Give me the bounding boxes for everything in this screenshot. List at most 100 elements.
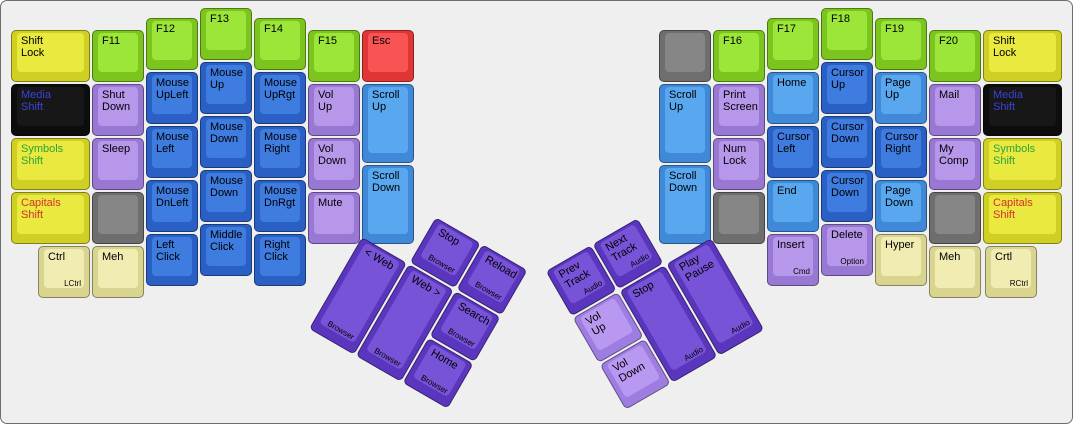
- key-scroll-down-right[interactable]: Scroll Down: [659, 165, 711, 244]
- key-home[interactable]: Home: [767, 72, 819, 124]
- key-mouse-upleft[interactable]: Mouse UpLeft: [146, 72, 198, 124]
- key-symbols-shift-right[interactable]: Symbols Shift: [983, 138, 1062, 190]
- key-esc[interactable]: Esc: [362, 30, 414, 82]
- keycap-face: Mouse Down: [206, 173, 246, 212]
- key-end[interactable]: End: [767, 180, 819, 232]
- key-f19[interactable]: F19: [875, 18, 927, 70]
- key-media-shift-right[interactable]: Media Shift: [983, 84, 1062, 136]
- keycap-face: F17: [773, 21, 813, 60]
- keycap-face: Cursor Up: [827, 65, 867, 104]
- key-f14[interactable]: F14: [254, 18, 306, 70]
- key-f18[interactable]: F18: [821, 8, 873, 60]
- key-my-comp[interactable]: My Comp: [929, 138, 981, 190]
- key-label: Num Lock: [723, 143, 747, 168]
- key-scroll-up-left[interactable]: Scroll Up: [362, 84, 414, 163]
- key-blank-left[interactable]: [92, 192, 144, 244]
- key-right-click[interactable]: Right Click: [254, 234, 306, 286]
- key-label: Print Screen: [723, 89, 758, 114]
- keycap-face: Meh: [935, 249, 975, 288]
- key-mouse-right[interactable]: Mouse Right: [254, 126, 306, 178]
- keycap-face: Capitals Shift: [17, 195, 84, 234]
- key-shift-lock-left[interactable]: Shift Lock: [11, 30, 90, 82]
- key-print-screen[interactable]: Print Screen: [713, 84, 765, 136]
- keycap-face: Scroll Up: [665, 87, 705, 153]
- key-label: Vol Up: [583, 309, 609, 339]
- key-label: Hyper: [885, 239, 915, 251]
- key-page-up[interactable]: Page Up: [875, 72, 927, 124]
- key-label: F14: [264, 23, 283, 35]
- key-label: Middle Click: [210, 229, 243, 254]
- key-cursor-down-2[interactable]: Cursor Down: [821, 170, 873, 222]
- key-vol-down-left[interactable]: Vol Down: [308, 138, 360, 190]
- key-label: Delete: [831, 229, 863, 241]
- key-sleep[interactable]: Sleep: [92, 138, 144, 190]
- key-label: Capitals Shift: [993, 197, 1033, 222]
- key-f12[interactable]: F12: [146, 18, 198, 70]
- key-blank-right-inner[interactable]: [659, 30, 711, 82]
- key-mouse-down-2[interactable]: Mouse Down: [200, 170, 252, 222]
- key-meh-right[interactable]: Meh: [929, 246, 981, 298]
- key-mail[interactable]: Mail: [929, 84, 981, 136]
- key-num-lock[interactable]: Num Lock: [713, 138, 765, 190]
- key-shut-down[interactable]: Shut Down: [92, 84, 144, 136]
- key-label: Esc: [372, 35, 391, 47]
- key-f11[interactable]: F11: [92, 30, 144, 82]
- key-left-click[interactable]: Left Click: [146, 234, 198, 286]
- key-scroll-up-right[interactable]: Scroll Up: [659, 84, 711, 163]
- key-f17[interactable]: F17: [767, 18, 819, 70]
- key-label: Scroll Up: [669, 89, 697, 114]
- key-f20[interactable]: F20: [929, 30, 981, 82]
- key-label: F13: [210, 13, 229, 25]
- keycap-face: Mouse DnRgt: [260, 183, 300, 222]
- keycap-face: Mouse UpLeft: [152, 75, 192, 114]
- key-mute[interactable]: Mute: [308, 192, 360, 244]
- keycap-face: Sleep: [98, 141, 138, 180]
- key-scroll-down-left[interactable]: Scroll Down: [362, 165, 414, 244]
- key-capitals-shift-left[interactable]: Capitals Shift: [11, 192, 90, 244]
- key-sublabel: Option: [840, 257, 864, 266]
- key-middle-click[interactable]: Middle Click: [200, 224, 252, 276]
- key-capitals-shift-right[interactable]: Capitals Shift: [983, 192, 1062, 244]
- key-blank-right-2[interactable]: [929, 192, 981, 244]
- key-label: Vol Down: [610, 356, 648, 386]
- key-mouse-dnleft[interactable]: Mouse DnLeft: [146, 180, 198, 232]
- keycap-face: Page Up: [881, 75, 921, 114]
- key-cursor-left[interactable]: Cursor Left: [767, 126, 819, 178]
- key-f13[interactable]: F13: [200, 8, 252, 60]
- key-label: Left Click: [156, 239, 180, 264]
- keycap-face: F16: [719, 33, 759, 72]
- key-mouse-down-1[interactable]: Mouse Down: [200, 116, 252, 168]
- key-f15[interactable]: F15: [308, 30, 360, 82]
- key-cursor-right[interactable]: Cursor Right: [875, 126, 927, 178]
- key-symbols-shift-left[interactable]: Symbols Shift: [11, 138, 90, 190]
- key-vol-up-left[interactable]: Vol Up: [308, 84, 360, 136]
- keycap-face: F11: [98, 33, 138, 72]
- key-hyper[interactable]: Hyper: [875, 234, 927, 286]
- key-cursor-down-1[interactable]: Cursor Down: [821, 116, 873, 168]
- key-meh-left[interactable]: Meh: [92, 246, 144, 298]
- keycap-face: Num Lock: [719, 141, 759, 180]
- key-mouse-up[interactable]: Mouse Up: [200, 62, 252, 114]
- key-page-down[interactable]: Page Down: [875, 180, 927, 232]
- keycap-face: Home: [773, 75, 813, 114]
- keycap-face: Vol Up: [314, 87, 354, 126]
- key-mouse-uprgt[interactable]: Mouse UpRgt: [254, 72, 306, 124]
- key-label: Mouse Right: [264, 131, 298, 156]
- keycap-face: Right Click: [260, 237, 300, 276]
- keycap-face: Hyper: [881, 237, 921, 276]
- key-label: Play Pause: [677, 252, 717, 285]
- key-label: Scroll Up: [372, 89, 400, 114]
- key-f16[interactable]: F16: [713, 30, 765, 82]
- key-mouse-dnrgt[interactable]: Mouse DnRgt: [254, 180, 306, 232]
- key-cursor-up[interactable]: Cursor Up: [821, 62, 873, 114]
- key-mouse-left[interactable]: Mouse Left: [146, 126, 198, 178]
- key-media-shift-left[interactable]: Media Shift: [11, 84, 90, 136]
- key-shift-lock-right[interactable]: Shift Lock: [983, 30, 1062, 82]
- keycap-face: My Comp: [935, 141, 975, 180]
- key-blank-right[interactable]: [713, 192, 765, 244]
- keycap-face: Shut Down: [98, 87, 138, 126]
